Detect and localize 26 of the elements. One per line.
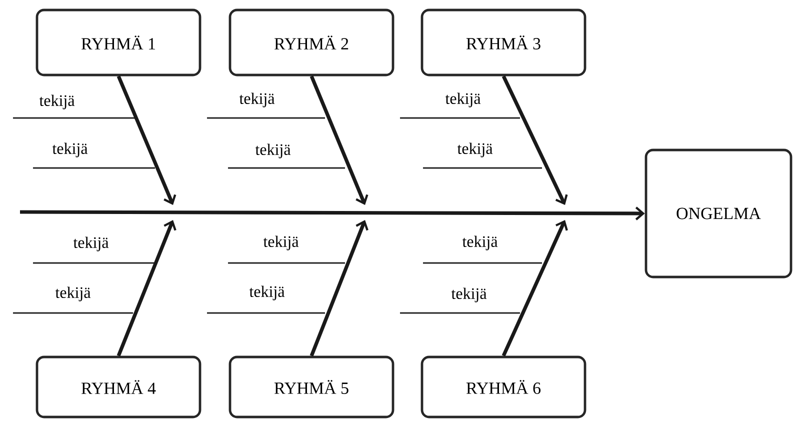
factor-label: tekijä [445, 92, 481, 108]
arrow [116, 220, 176, 356]
factor-label: tekijä [249, 286, 285, 300]
factor-label: tekijä [55, 286, 91, 302]
factor-label: tekijä [451, 288, 487, 302]
group-box: RYHMÄ 3 [420, 8, 586, 76]
spine-arrow [20, 206, 645, 220]
group-box: RYHMÄ 2 [228, 8, 394, 76]
group-box: RYHMÄ 1 [36, 8, 202, 76]
factor-label: tekijä [39, 94, 75, 110]
factor-label: tekijä [239, 92, 275, 108]
factor-label: tekijä [73, 236, 109, 252]
arrow [116, 76, 176, 205]
factor-label: tekijä [457, 142, 493, 158]
problem-box: ONGELMA [644, 148, 792, 278]
factor-label: tekijä [52, 142, 88, 158]
arrow [502, 220, 568, 357]
arrow [502, 75, 568, 205]
arrow [310, 220, 368, 356]
group-box: RYHMÄ 4 [36, 356, 202, 418]
factor-label: tekijä [263, 236, 299, 250]
arrow [310, 76, 368, 205]
factor-label: tekijä [255, 144, 291, 158]
group-box: RYHMÄ 5 [228, 356, 394, 418]
group-box: RYHMÄ 6 [420, 356, 586, 418]
factor-label: tekijä [462, 236, 498, 250]
